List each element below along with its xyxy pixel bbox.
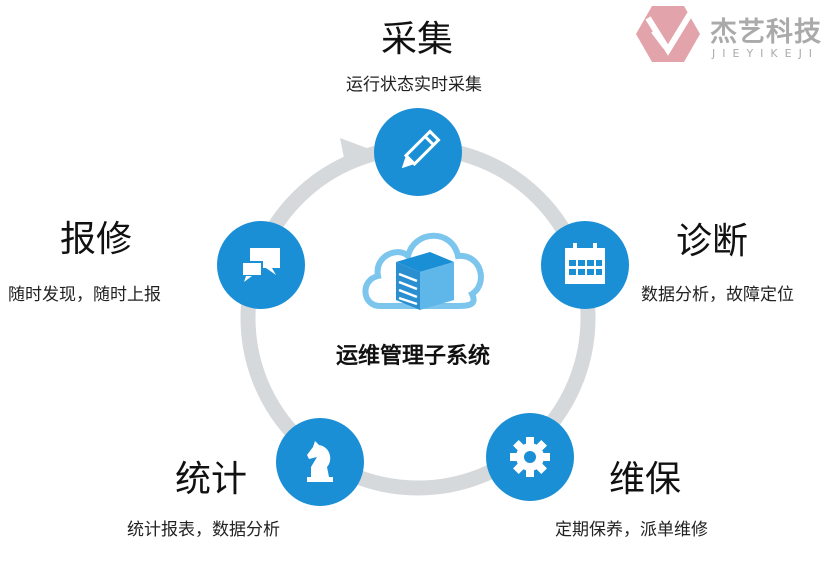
- chat-bubbles-icon: [241, 248, 280, 282]
- node-report[interactable]: [217, 221, 305, 309]
- gear-icon: [510, 437, 550, 477]
- stage-subtitle-maintain: 定期保养，派单维修: [555, 520, 708, 540]
- stage-subtitle-statistics: 统计报表，数据分析: [127, 520, 280, 540]
- node-diagnose[interactable]: [541, 221, 629, 309]
- stage-subtitle-collect: 运行状态实时采集: [346, 75, 482, 95]
- logo-pinyin: JIEYIKEJI: [712, 47, 820, 60]
- ring-arrowhead: [340, 138, 372, 168]
- cloud-server-icon: [362, 232, 484, 310]
- node-maintain[interactable]: [486, 413, 574, 501]
- stage-title-statistics: 统计: [175, 459, 248, 500]
- stage-title-collect: 采集: [381, 19, 454, 60]
- chess-knight-icon: [307, 441, 333, 482]
- stage-title-report: 报修: [60, 219, 133, 260]
- node-collect[interactable]: [374, 108, 462, 196]
- logo-name: 杰艺科技: [710, 17, 822, 48]
- company-logo: 杰艺科技 JIEYIKEJI: [630, 4, 830, 64]
- pencil-icon: [401, 129, 441, 169]
- center-label: 运维管理子系统: [336, 344, 491, 369]
- stage-title-maintain: 维保: [609, 459, 682, 500]
- stage-subtitle-report: 随时发现，随时上报: [8, 285, 161, 305]
- stage-title-diagnose: 诊断: [676, 221, 749, 262]
- calendar-icon: [565, 243, 605, 284]
- logo-mark: [636, 6, 700, 62]
- stage-subtitle-diagnose: 数据分析，故障定位: [641, 285, 794, 305]
- node-statistics[interactable]: [276, 418, 364, 506]
